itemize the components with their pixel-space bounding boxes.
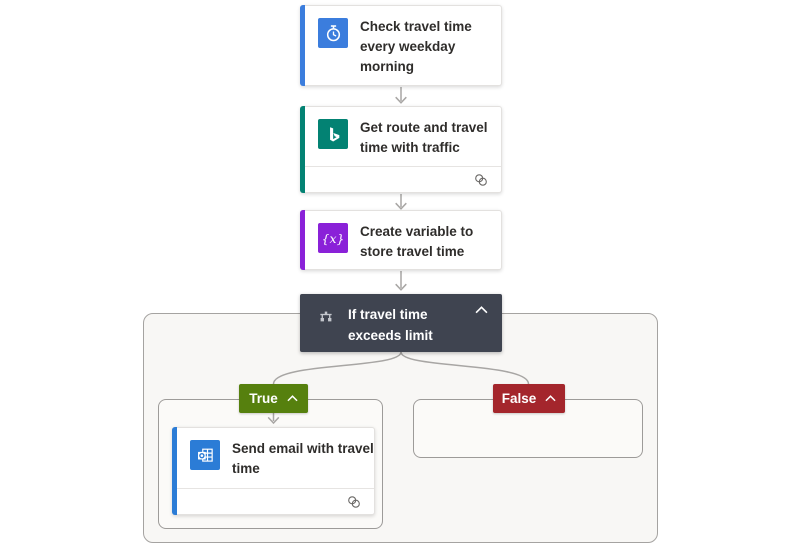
create-variable-title: Create variable to store travel time	[360, 224, 474, 259]
outlook-icon	[190, 440, 220, 470]
condition-collapse-chevron-up-icon[interactable]	[473, 303, 489, 317]
connection-rings-icon[interactable]	[473, 173, 489, 187]
false-branch-badge[interactable]: False	[493, 384, 565, 413]
recurrence-clock-icon	[318, 18, 348, 48]
condition-title: If travel time exceeds limit	[348, 307, 433, 343]
condition-card-if-travel-time[interactable]: If travel time exceeds limit	[300, 294, 502, 352]
send-email-title: Send email with travel time	[232, 441, 374, 476]
trigger-card-check-travel-time[interactable]: Check travel time every weekday morning	[300, 5, 502, 86]
action-card-create-variable[interactable]: {x} Create variable to store travel time	[300, 210, 502, 270]
variable-icon: {x}	[318, 223, 348, 253]
true-branch-collapse-chevron-up-icon[interactable]	[287, 395, 298, 402]
send-email-card-footer	[177, 488, 374, 514]
action-card-get-route[interactable]: Get route and travel time with traffic	[300, 106, 502, 193]
action-card-send-email[interactable]: Send email with travel time	[172, 427, 375, 515]
trigger-accent-bar	[300, 5, 305, 86]
create-variable-accent-bar	[300, 210, 305, 270]
trigger-title: Check travel time every weekday morning	[360, 19, 472, 74]
connection-rings-icon[interactable]	[346, 495, 362, 509]
get-route-title: Get route and travel time with traffic	[360, 120, 488, 155]
get-route-card-footer	[305, 166, 501, 192]
false-branch-collapse-chevron-up-icon[interactable]	[545, 395, 556, 402]
get-route-accent-bar	[300, 106, 305, 193]
false-branch-label: False	[501, 391, 537, 406]
true-branch-badge[interactable]: True	[239, 384, 308, 413]
bing-maps-icon	[318, 119, 348, 149]
condition-branch-icon	[317, 309, 335, 332]
true-branch-label: True	[249, 391, 278, 406]
send-email-accent-bar	[172, 427, 177, 515]
